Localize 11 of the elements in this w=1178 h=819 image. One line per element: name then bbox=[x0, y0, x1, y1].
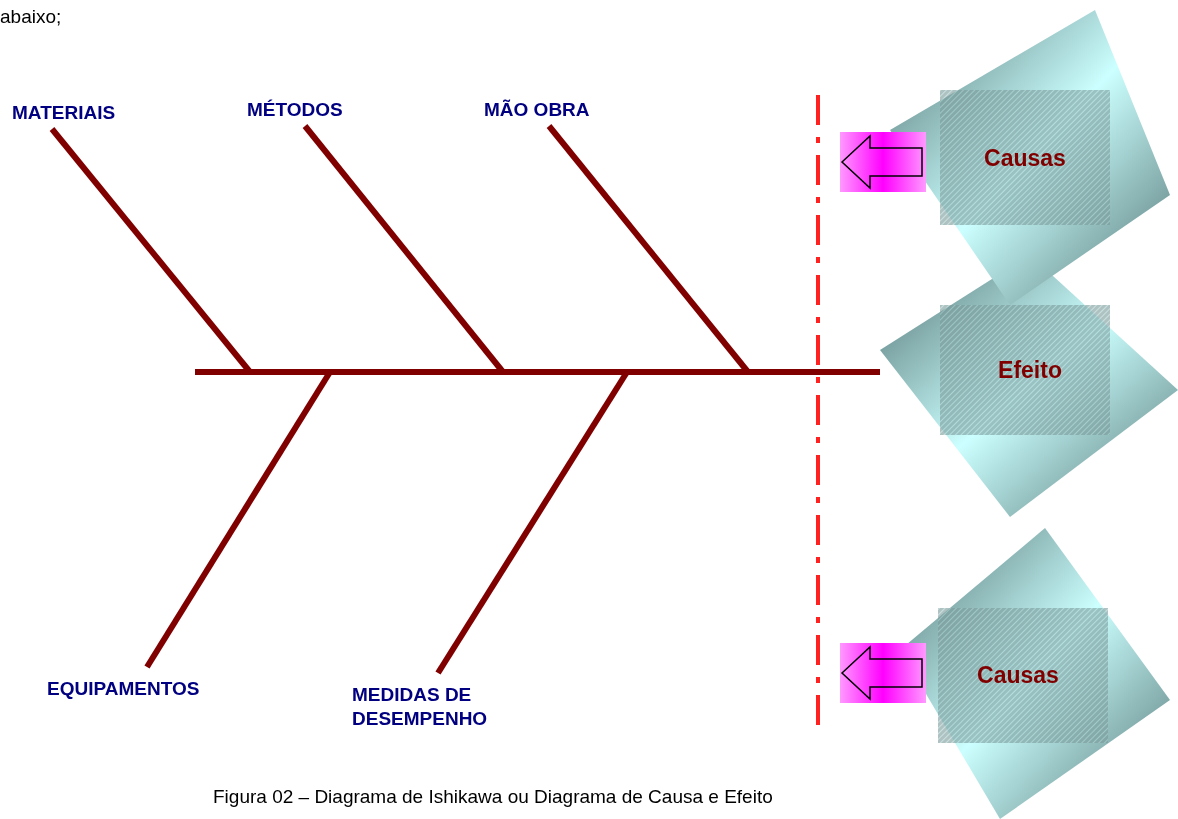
category-label: EQUIPAMENTOS bbox=[47, 677, 200, 701]
category-label: MEDIDAS DE DESEMPENHO bbox=[352, 683, 489, 731]
category-label: MÃO OBRA bbox=[484, 98, 590, 122]
fishbone-spine bbox=[195, 369, 880, 375]
text-fragment: abaixo; bbox=[0, 6, 62, 28]
figure-caption: Figura 02 – Diagrama de Ishikawa ou Diagrama de Causa e Efeito bbox=[213, 786, 773, 808]
category-label: MÉTODOS bbox=[247, 98, 343, 122]
diamond-label: Causas bbox=[977, 661, 1059, 689]
diamond-label: Causas bbox=[984, 144, 1066, 172]
category-label: MATERIAIS bbox=[12, 101, 116, 125]
diamond-label: Efeito bbox=[998, 356, 1062, 384]
